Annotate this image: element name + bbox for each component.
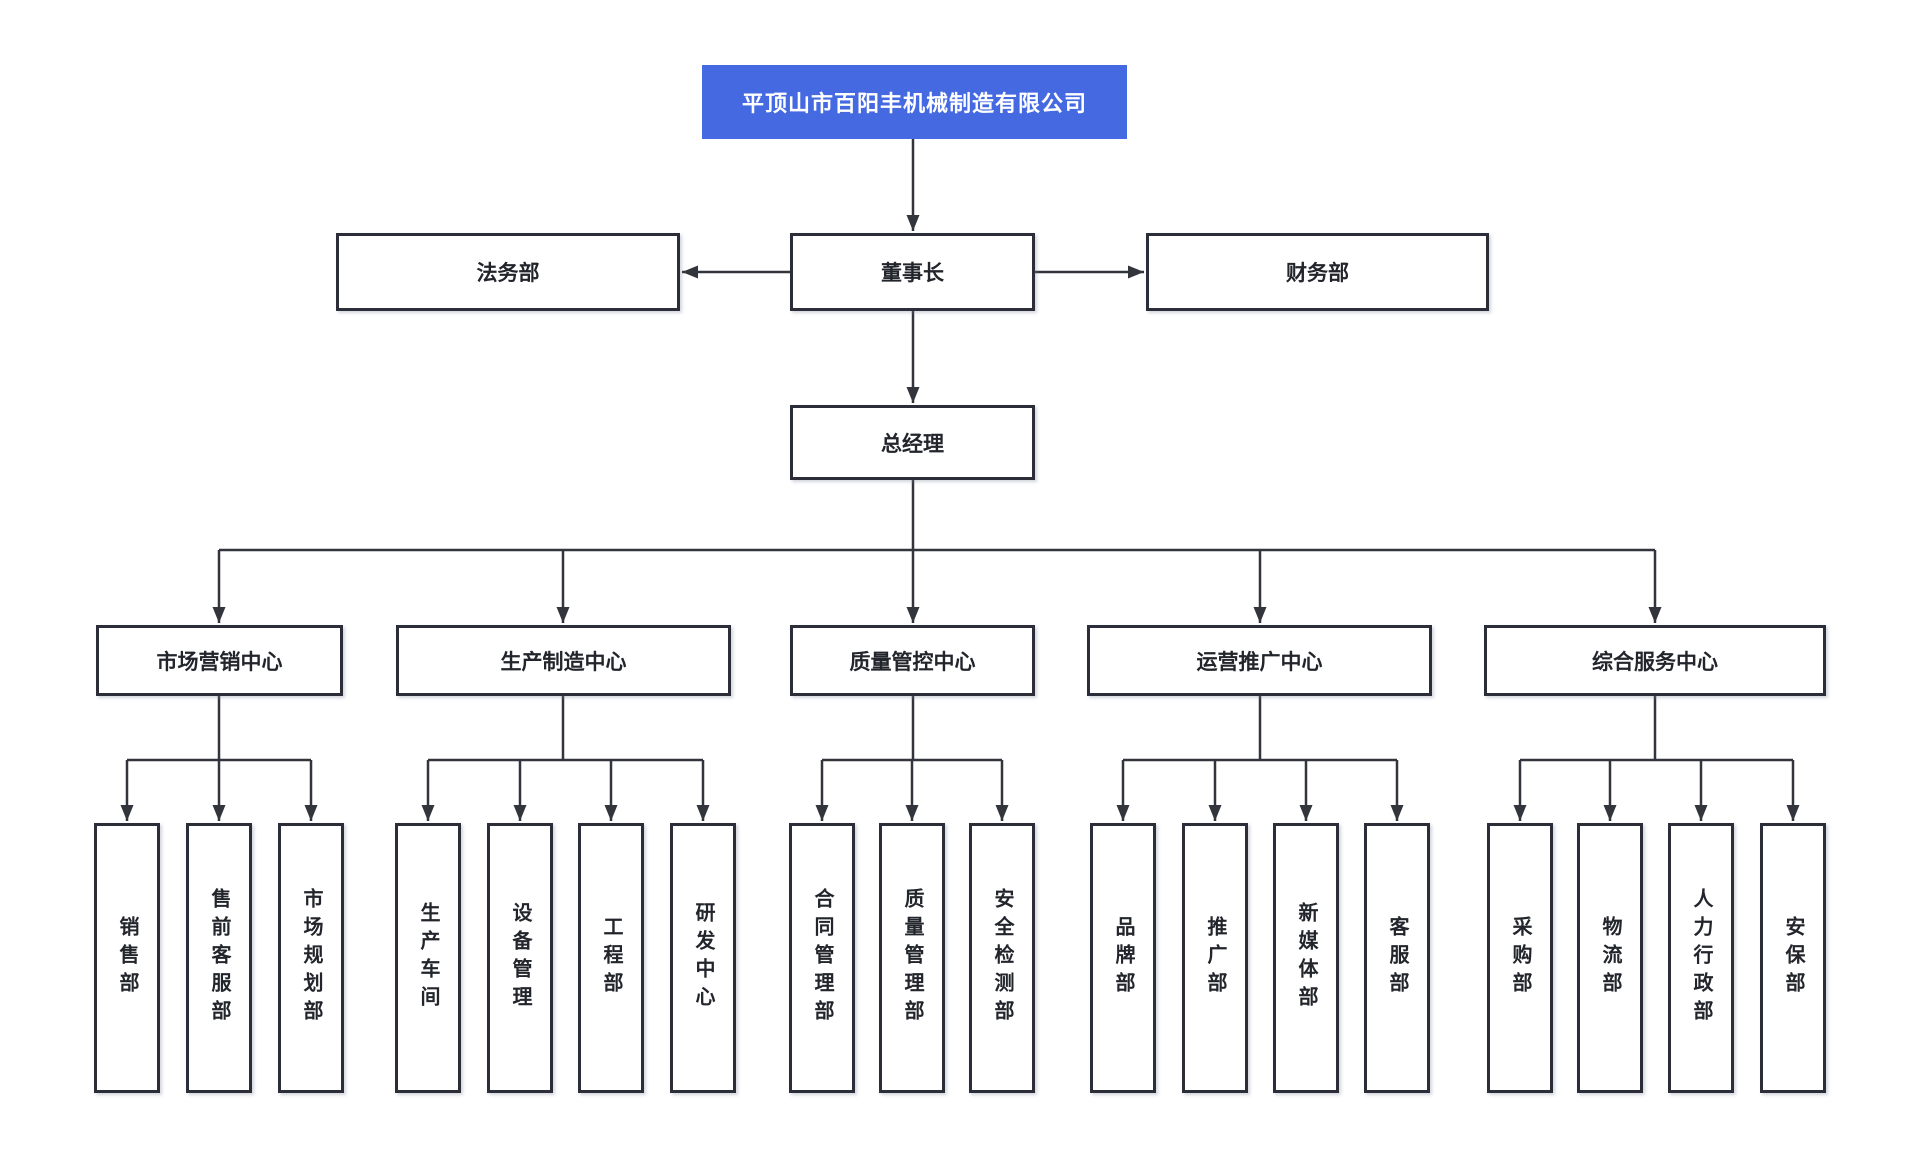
node-general-manager: 总经理	[790, 405, 1035, 480]
node-label: 采购部	[1509, 916, 1531, 1000]
connector-operations-center-departments	[1116, 696, 1404, 821]
node-procurement-dept: 采购部	[1487, 823, 1553, 1093]
node-quality-management-dept: 质量管理部	[879, 823, 945, 1093]
node-security-dept: 安保部	[1760, 823, 1826, 1093]
node-label: 市场营销中心	[156, 650, 283, 674]
node-label: 法务部	[476, 262, 540, 285]
node-label: 人力行政部	[1690, 888, 1712, 1028]
node-hr-admin-dept: 人力行政部	[1668, 823, 1734, 1093]
node-logistics-dept: 物流部	[1577, 823, 1643, 1093]
node-legal-dept: 法务部	[336, 233, 680, 311]
node-production-center: 生产制造中心	[396, 625, 731, 696]
node-label: 客服部	[1386, 916, 1408, 1000]
node-engineering-dept: 工程部	[578, 823, 644, 1093]
node-label: 市场规划部	[300, 888, 322, 1028]
node-market-planning-dept: 市场规划部	[278, 823, 344, 1093]
node-label: 售前客服部	[208, 888, 230, 1028]
node-label: 工程部	[600, 916, 622, 1000]
connector-marketing-center-departments	[120, 696, 318, 821]
node-quality-center: 质量管控中心	[790, 625, 1035, 696]
node-label: 总经理	[881, 432, 944, 456]
connector-production-center-departments	[421, 696, 710, 821]
node-sales-dept: 销售部	[94, 823, 160, 1093]
node-label: 综合服务中心	[1592, 650, 1718, 674]
connector-services-center-departments	[1513, 696, 1800, 821]
node-label: 财务部	[1286, 262, 1349, 285]
company-name-label: 平顶山市百阳丰机械制造有限公司	[741, 91, 1087, 116]
node-new-media-dept: 新媒体部	[1273, 823, 1339, 1093]
node-safety-inspection-dept: 安全检测部	[969, 823, 1035, 1093]
node-label: 质量管理部	[901, 888, 923, 1028]
node-promotion-dept: 推广部	[1182, 823, 1248, 1093]
node-company-root: 平顶山市百阳丰机械制造有限公司	[702, 65, 1127, 139]
node-label: 设备管理	[509, 902, 531, 1014]
node-label: 合同管理部	[811, 888, 833, 1028]
node-label: 安保部	[1782, 916, 1804, 1000]
node-presales-service-dept: 售前客服部	[186, 823, 252, 1093]
node-label: 质量管控中心	[849, 650, 976, 674]
node-production-workshop: 生产车间	[395, 823, 461, 1093]
node-label: 运营推广中心	[1196, 650, 1323, 674]
connector-quality-center-departments	[815, 696, 1009, 821]
node-contract-management-dept: 合同管理部	[789, 823, 855, 1093]
node-chairman: 董事长	[790, 233, 1035, 311]
node-label: 销售部	[116, 916, 138, 1000]
node-brand-dept: 品牌部	[1090, 823, 1156, 1093]
node-label: 董事长	[881, 262, 944, 285]
node-finance-dept: 财务部	[1146, 233, 1489, 311]
node-operations-center: 运营推广中心	[1087, 625, 1432, 696]
node-label: 推广部	[1204, 916, 1226, 1000]
connector-gm-to-centers	[212, 480, 1662, 623]
node-equipment-management: 设备管理	[487, 823, 553, 1093]
node-services-center: 综合服务中心	[1484, 625, 1826, 696]
node-label: 生产制造中心	[500, 650, 627, 674]
node-customer-service-dept: 客服部	[1364, 823, 1430, 1093]
node-label: 物流部	[1599, 916, 1621, 1000]
node-label: 研发中心	[692, 902, 714, 1014]
node-label: 安全检测部	[991, 888, 1013, 1028]
node-label: 新媒体部	[1295, 902, 1317, 1014]
node-marketing-center: 市场营销中心	[96, 625, 343, 696]
node-label: 生产车间	[417, 902, 439, 1014]
node-rd-center: 研发中心	[670, 823, 736, 1093]
node-label: 品牌部	[1112, 916, 1134, 1000]
